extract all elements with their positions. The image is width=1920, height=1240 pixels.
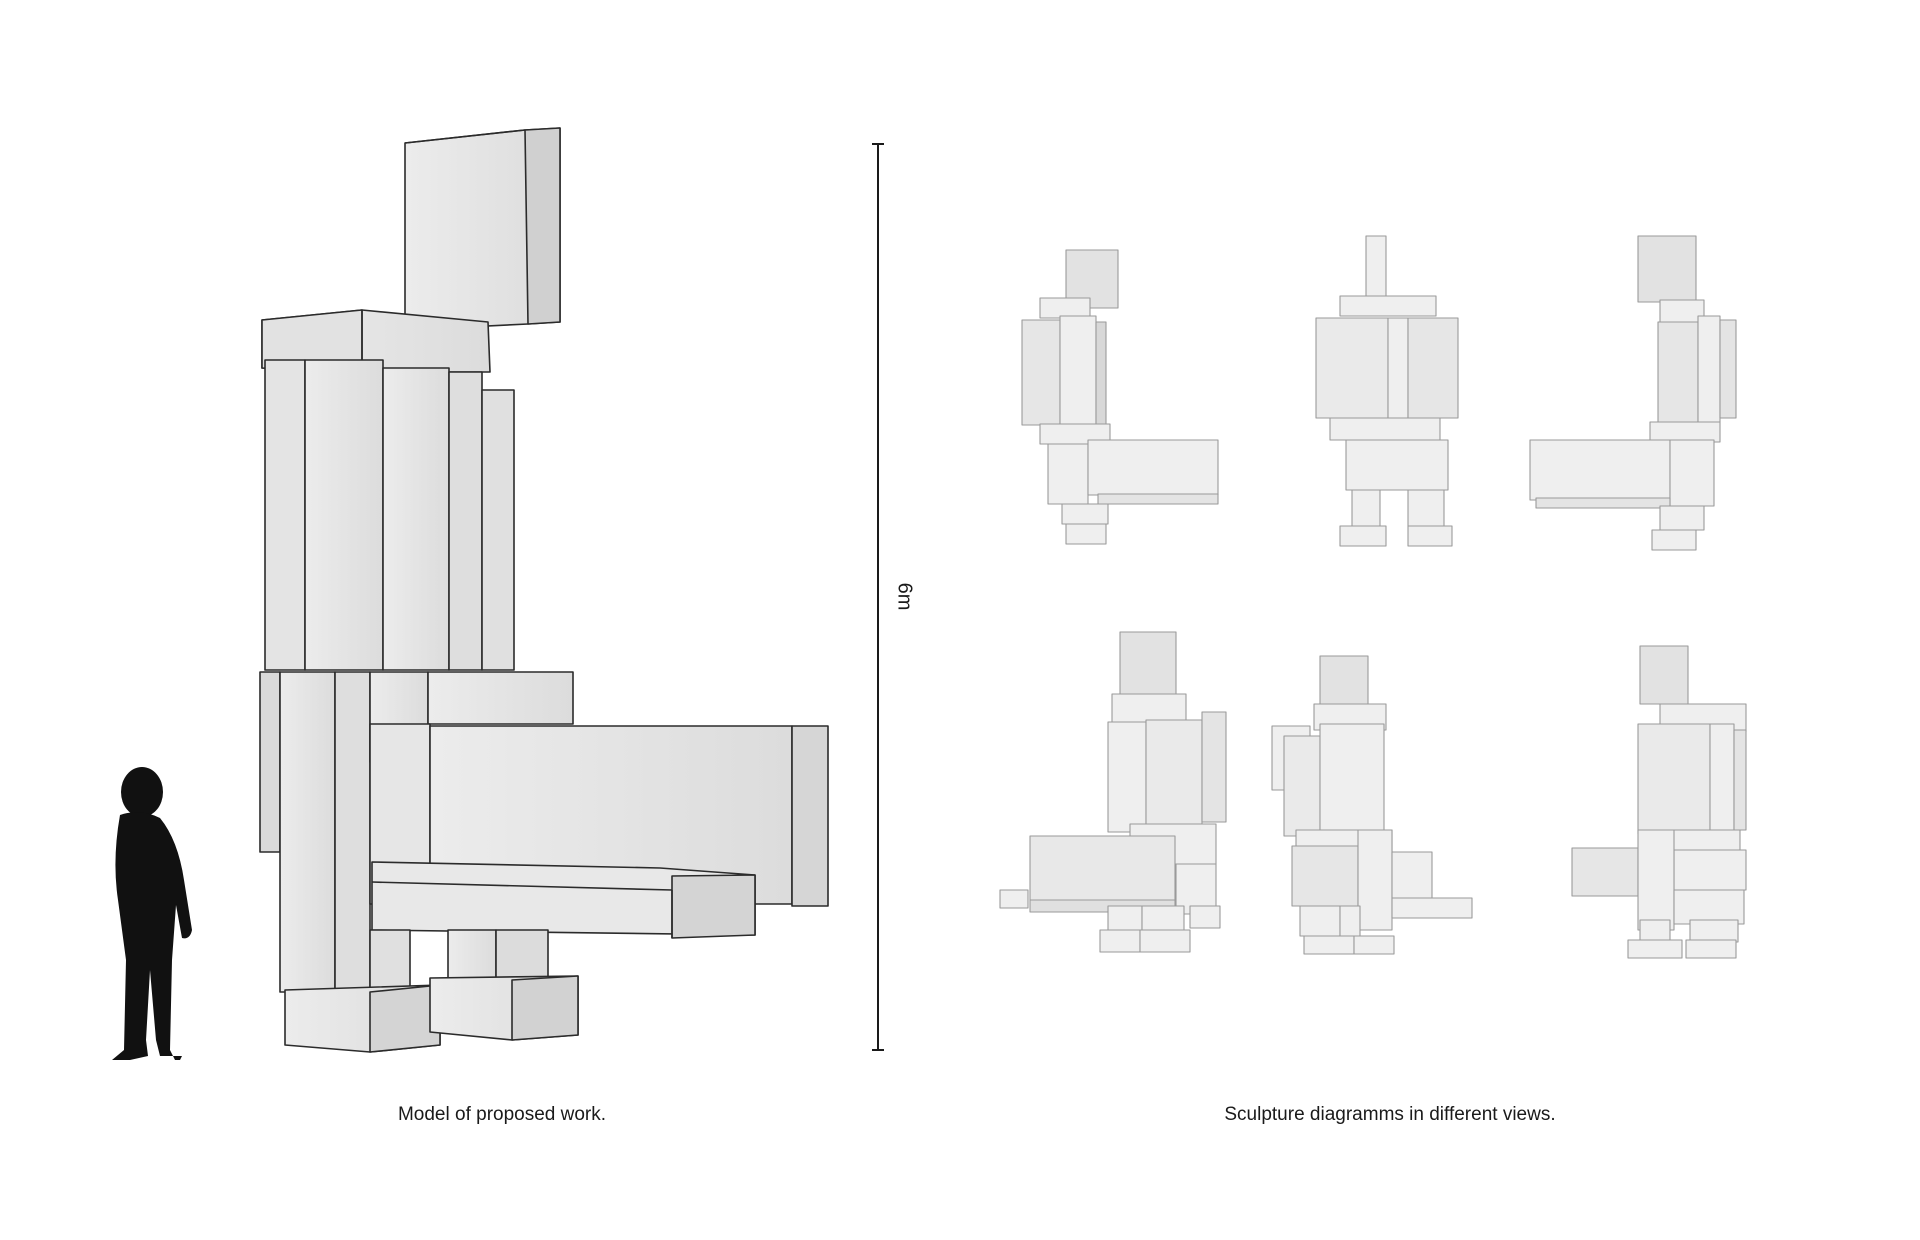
thigh-block xyxy=(371,861,756,939)
shoulder-block xyxy=(261,309,491,373)
view-side-left xyxy=(1529,235,1737,551)
torso-columns xyxy=(264,359,515,671)
view-side-right xyxy=(1021,249,1219,545)
view-perspective-left xyxy=(999,631,1227,953)
feet-blocks xyxy=(284,975,579,1053)
scale-bar xyxy=(872,143,884,1051)
view-perspective-right xyxy=(1571,645,1747,959)
view-front xyxy=(1315,235,1459,547)
hip-block xyxy=(259,671,574,993)
main-model-caption: Model of proposed work. xyxy=(397,1104,607,1125)
human-silhouette xyxy=(112,767,192,1060)
views-caption: Sculpture diagramms in different views. xyxy=(1224,1104,1556,1125)
view-perspective-front xyxy=(1271,655,1473,955)
lower-legs xyxy=(369,929,549,991)
